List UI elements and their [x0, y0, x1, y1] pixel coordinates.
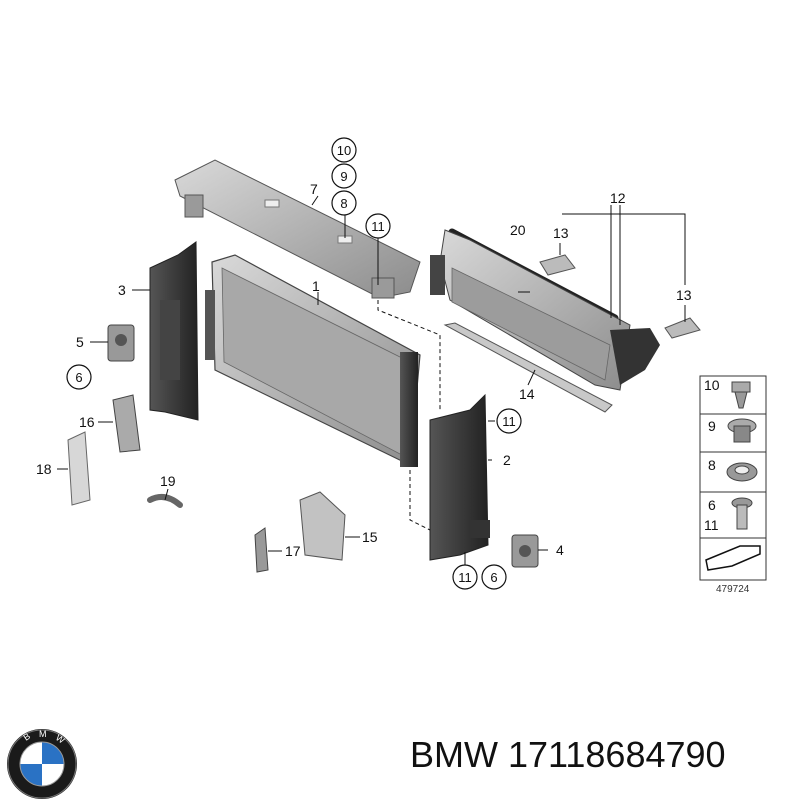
circled-callout-11-bottom: 11	[452, 564, 478, 590]
svg-text:M: M	[39, 729, 47, 739]
svg-text:11: 11	[458, 570, 472, 585]
callout-1: 1	[312, 278, 320, 294]
parts-diagram: 1 2 3 4 5 7 12 13 13 14 15 16 17 18 19 2…	[36, 137, 767, 595]
callout-13-upper: 13	[553, 225, 569, 241]
bolt-icon	[731, 497, 753, 530]
fastener-legend: 10 9 8 6 11 479724	[699, 375, 767, 595]
part-13-bracket-lower	[664, 317, 701, 339]
circled-callout-11-top: 11	[365, 213, 391, 239]
callout-13-lower: 13	[676, 287, 692, 303]
leader-lines	[57, 195, 686, 565]
circled-callout-9: 9	[331, 163, 357, 189]
circled-callout-6-left: 6	[66, 364, 92, 390]
svg-text:9: 9	[340, 169, 347, 184]
legend-item-8: 8	[708, 457, 716, 473]
part-4-clip	[511, 534, 539, 568]
callout-14: 14	[519, 386, 535, 402]
callout-2: 2	[503, 452, 511, 468]
svg-text:8: 8	[340, 196, 347, 211]
svg-text:6: 6	[490, 570, 497, 585]
part-12-intercooler	[430, 229, 660, 391]
svg-text:11: 11	[371, 219, 385, 234]
callout-7: 7	[310, 181, 318, 197]
grommet-icon	[726, 462, 758, 482]
callout-20: 20	[510, 222, 526, 238]
callout-18: 18	[36, 461, 52, 477]
part-17-bracket	[254, 527, 269, 573]
diagram-code: 479724	[716, 584, 750, 595]
part-1-radiator	[205, 254, 421, 467]
direction-arrow-icon	[705, 545, 761, 571]
legend-item-11: 11	[704, 517, 719, 533]
legend-item-9: 9	[708, 418, 716, 434]
part-5-clip	[107, 324, 135, 362]
part-3-left-air-duct	[149, 241, 199, 421]
circled-callout-11-right: 11	[496, 408, 522, 434]
circled-callout-6-bottom: 6	[481, 564, 507, 590]
callout-3: 3	[118, 282, 126, 298]
clip-fastener-icon	[731, 381, 751, 409]
circled-callout-10: 10	[331, 137, 357, 163]
callout-4: 4	[556, 542, 564, 558]
callout-17: 17	[285, 543, 301, 559]
svg-text:11: 11	[502, 414, 516, 429]
legend-item-10: 10	[704, 377, 720, 393]
part-16-bracket	[112, 394, 141, 453]
callout-15: 15	[362, 529, 378, 545]
svg-text:6: 6	[75, 370, 82, 385]
callout-12: 12	[610, 190, 626, 206]
circled-callout-8: 8	[331, 190, 357, 216]
svg-text:10: 10	[337, 143, 351, 158]
expansion-nut-icon	[727, 418, 757, 443]
callout-19: 19	[160, 473, 176, 489]
legend-item-6: 6	[708, 497, 716, 513]
bmw-logo-icon: B M W	[7, 729, 77, 799]
part-2-right-air-duct	[429, 393, 490, 561]
svg-text:B: B	[21, 731, 32, 743]
part-18-cover	[67, 431, 91, 506]
part-14-lower-seal	[443, 322, 613, 413]
part-19-clip	[147, 493, 183, 508]
part-13-bracket-upper	[539, 254, 576, 276]
part-number-caption: BMW 17118684790	[410, 734, 726, 775]
callout-5: 5	[76, 334, 84, 350]
part-15-bracket	[299, 491, 346, 561]
callout-16: 16	[79, 414, 95, 430]
